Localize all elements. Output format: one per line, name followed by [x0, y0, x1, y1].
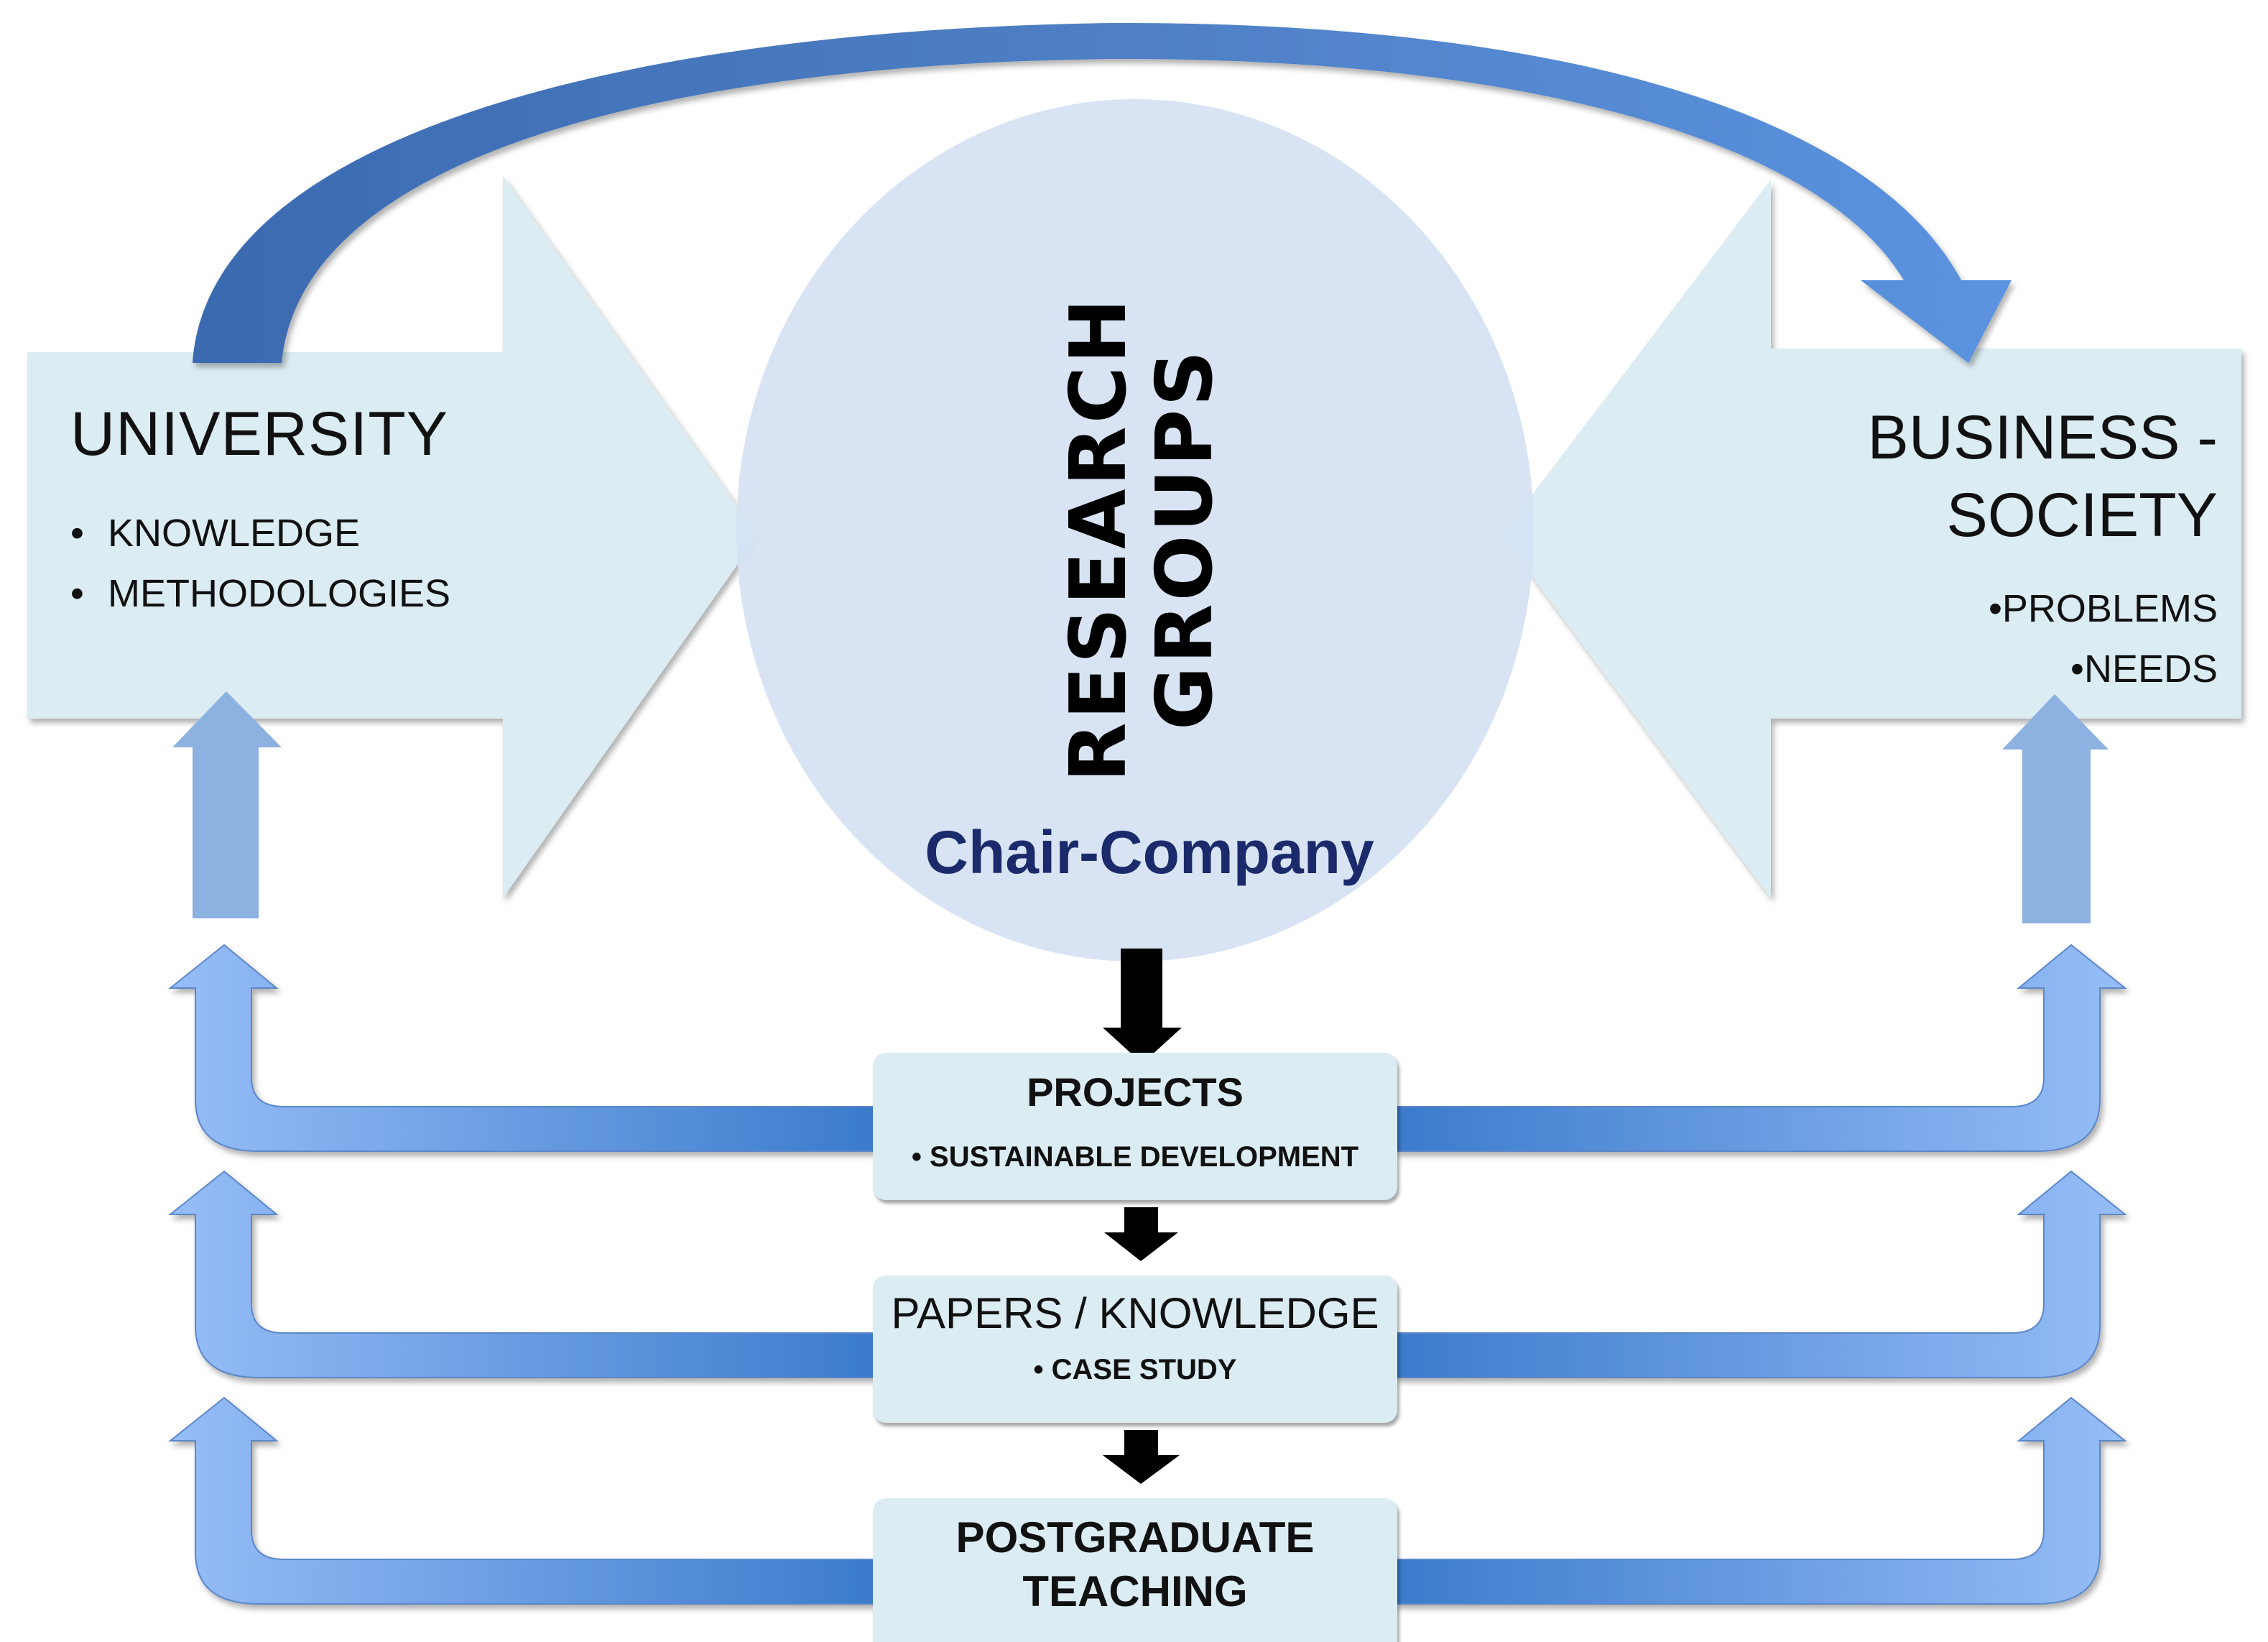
left-u-arrow-icon-1 — [168, 944, 876, 1152]
projects-box: PROJECTS • SUSTAINABLE DEVELOPMENT — [873, 1053, 1397, 1200]
business-up-arrow-icon — [2002, 694, 2109, 923]
projects-bullet-text: SUSTAINABLE DEVELOPMENT — [930, 1141, 1359, 1173]
university-title: UNIVERSITY — [70, 400, 449, 469]
postgraduate-teaching-box: POSTGRADUATE TEACHING — [873, 1498, 1397, 1642]
papers-knowledge-bullet: • CASE STUDY — [1033, 1354, 1237, 1385]
research-groups-title: RESEARCH GROUPS — [1054, 296, 1230, 783]
business-item: PROBLEMS — [1965, 578, 2218, 639]
right-u-arrow-icon-2 — [1394, 1170, 2127, 1378]
university-item: METHODOLOGIES — [70, 563, 450, 624]
university-up-arrow-icon-main — [172, 691, 282, 918]
business-items: PROBLEMS NEEDS — [1965, 578, 2218, 699]
postgraduate-title-line1: POSTGRADUATE — [955, 1513, 1315, 1562]
right-u-arrow-icon-1 — [1394, 944, 2127, 1152]
flow-down-arrow-icon-3 — [1103, 1430, 1180, 1484]
research-groups-circle — [736, 99, 1534, 961]
left-u-arrow-icon-2 — [168, 1170, 876, 1378]
flow-down-arrow-icon-1 — [1103, 949, 1182, 1064]
case-study-text: CASE STUDY — [1051, 1354, 1237, 1385]
projects-bullet: • SUSTAINABLE DEVELOPMENT — [911, 1141, 1359, 1173]
flow-down-arrow-icon-2 — [1104, 1207, 1178, 1261]
business-title: BUSINESS - SOCIETY — [1868, 399, 2218, 554]
research-groups-line2: GROUPS — [1140, 347, 1230, 731]
chair-company-label: Chair-Company — [925, 818, 1374, 886]
papers-knowledge-box: PAPERS / KNOWLEDGE • CASE STUDY — [873, 1276, 1397, 1423]
right-u-arrow-icon-3 — [1394, 1396, 2127, 1605]
postgraduate-title-line2: TEACHING — [1022, 1567, 1248, 1615]
university-items: KNOWLEDGE METHODOLOGIES — [70, 503, 450, 624]
papers-knowledge-title: PAPERS / KNOWLEDGE — [891, 1289, 1379, 1337]
business-item: NEEDS — [1965, 639, 2218, 699]
university-item: KNOWLEDGE — [70, 503, 450, 563]
business-title-line1: BUSINESS - — [1867, 403, 2218, 472]
business-title-line2: SOCIETY — [1946, 481, 2218, 550]
research-groups-line1: RESEARCH — [1054, 295, 1144, 783]
left-u-arrow-icon-3 — [168, 1396, 876, 1605]
projects-title: PROJECTS — [1027, 1069, 1244, 1115]
